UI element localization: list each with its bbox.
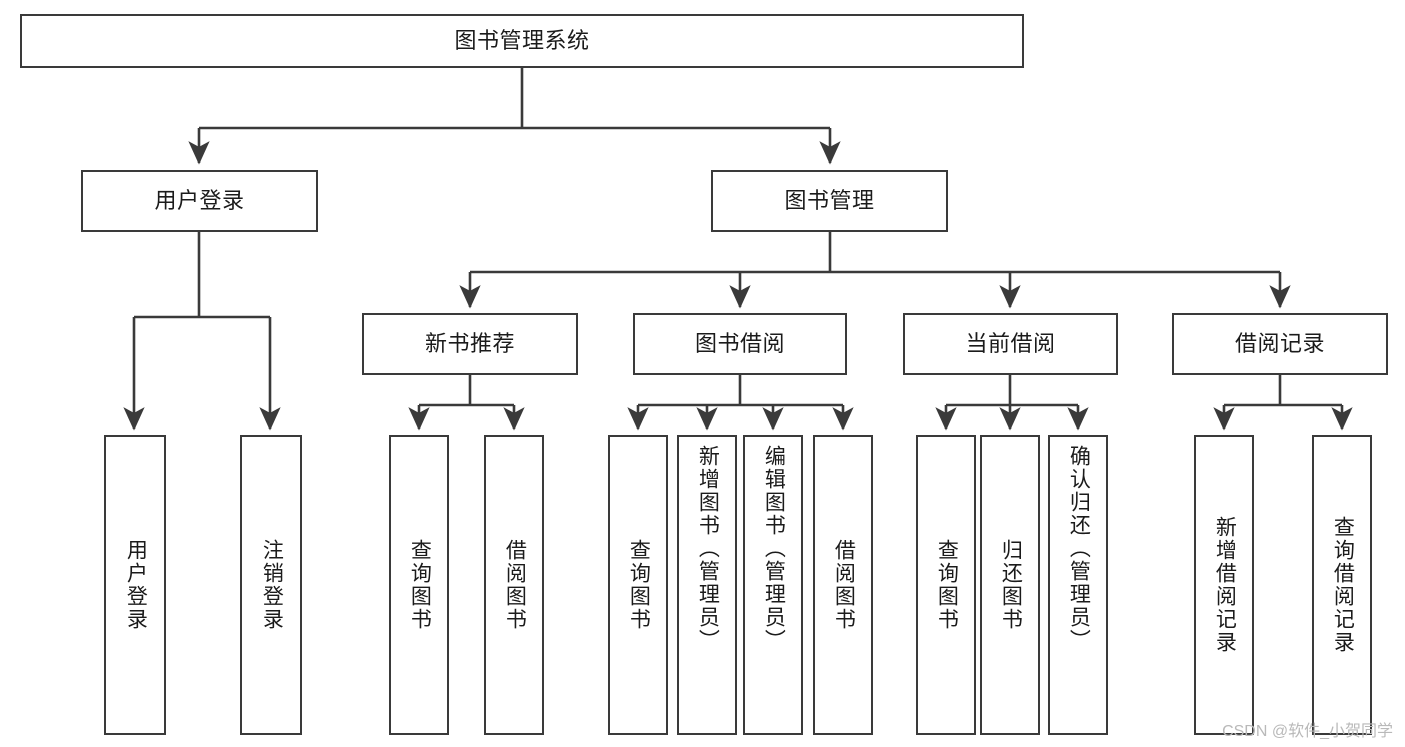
node-new-book-recommend-label: 新书推荐 [424, 330, 515, 356]
node-leaf-query-book-3[interactable]: 查询图书 [916, 435, 976, 735]
node-leaf-query-book-2[interactable]: 查询图书 [608, 435, 668, 735]
node-leaf-add-record-label: 新增借阅记录 [1213, 516, 1237, 654]
node-leaf-edit-book[interactable]: 编辑图书（管理员） [743, 435, 803, 735]
node-leaf-borrow-book-1[interactable]: 借阅图书 [484, 435, 544, 735]
node-leaf-borrow-book-2-label: 借阅图书 [832, 539, 856, 631]
node-leaf-user-login[interactable]: 用户登录 [104, 435, 166, 735]
node-root-label: 图书管理系统 [454, 27, 590, 53]
node-user-login[interactable]: 用户登录 [81, 170, 318, 232]
node-leaf-query-record-label: 查询借阅记录 [1331, 516, 1355, 654]
node-leaf-query-book-1-label: 查询图书 [408, 539, 432, 631]
node-book-management-label: 图书管理 [784, 187, 875, 213]
node-leaf-add-book-label: 新增图书（管理员） [696, 445, 720, 652]
node-leaf-edit-book-label: 编辑图书（管理员） [762, 445, 786, 652]
node-leaf-user-login-label: 用户登录 [124, 539, 148, 631]
node-leaf-query-book-3-label: 查询图书 [935, 539, 959, 631]
node-leaf-logout-login-label: 注销登录 [260, 539, 284, 631]
watermark-text: CSDN @软件_小贺同学 [1222, 723, 1393, 740]
node-current-borrow-label: 当前借阅 [965, 330, 1056, 356]
node-book-borrow-label: 图书借阅 [694, 330, 785, 356]
node-leaf-confirm-return[interactable]: 确认归还（管理员） [1048, 435, 1108, 735]
node-leaf-add-record[interactable]: 新增借阅记录 [1194, 435, 1254, 735]
node-root[interactable]: 图书管理系统 [20, 14, 1024, 68]
node-new-book-recommend[interactable]: 新书推荐 [362, 313, 578, 375]
node-borrow-record[interactable]: 借阅记录 [1172, 313, 1388, 375]
node-user-login-label: 用户登录 [154, 187, 245, 213]
node-leaf-return-book-label: 归还图书 [999, 539, 1023, 631]
node-book-management[interactable]: 图书管理 [711, 170, 948, 232]
node-borrow-record-label: 借阅记录 [1234, 330, 1325, 356]
node-leaf-confirm-return-label: 确认归还（管理员） [1067, 445, 1091, 652]
node-leaf-query-book-2-label: 查询图书 [627, 539, 651, 631]
node-leaf-query-record[interactable]: 查询借阅记录 [1312, 435, 1372, 735]
node-leaf-logout-login[interactable]: 注销登录 [240, 435, 302, 735]
node-current-borrow[interactable]: 当前借阅 [903, 313, 1118, 375]
node-book-borrow[interactable]: 图书借阅 [633, 313, 847, 375]
node-leaf-borrow-book-1-label: 借阅图书 [503, 539, 527, 631]
node-leaf-return-book[interactable]: 归还图书 [980, 435, 1040, 735]
node-leaf-borrow-book-2[interactable]: 借阅图书 [813, 435, 873, 735]
node-leaf-add-book[interactable]: 新增图书（管理员） [677, 435, 737, 735]
node-leaf-query-book-1[interactable]: 查询图书 [389, 435, 449, 735]
